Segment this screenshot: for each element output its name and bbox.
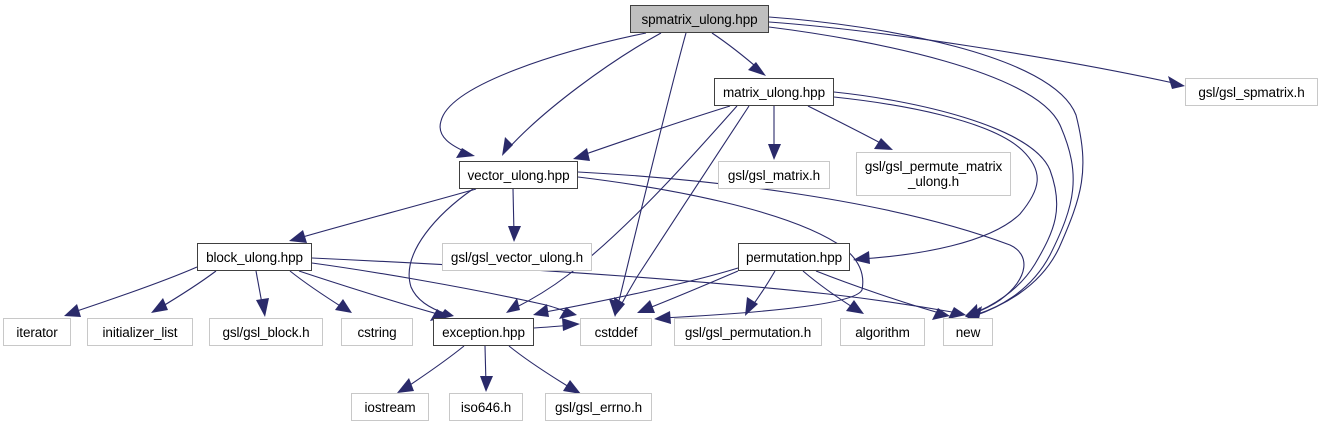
arrowhead-block_ulong-to-cstring [335, 299, 352, 313]
edge-block_ulong-to-exception [298, 270, 442, 316]
node-initializer_list[interactable]: initializer_list [87, 318, 193, 346]
node-label-spmatrix_ulong: spmatrix_ulong.hpp [641, 11, 758, 27]
arrowhead-permutation-to-gsl_permutation [745, 297, 758, 316]
node-exception[interactable]: exception.hpp [433, 318, 534, 346]
node-block_ulong[interactable]: block_ulong.hpp [197, 243, 312, 271]
edges-group [64, 16, 1185, 394]
arrowhead-exception-to-cstddef [562, 318, 580, 331]
arrowhead-matrix_ulong-to-permutation [853, 251, 870, 264]
node-gsl_block[interactable]: gsl/gsl_block.h [209, 318, 323, 346]
edge-spmatrix_ulong-to-gsl_spmatrix [768, 21, 1179, 85]
node-label-new: new [955, 324, 981, 340]
arrowhead-block_ulong-to-initializer_list [151, 298, 168, 313]
edge-block_ulong-to-new [311, 257, 959, 314]
edge-permutation-to-cstddef [643, 270, 739, 311]
node-gsl_permute_matrix[interactable]: gsl/gsl_permute_matrix _ulong.h [856, 152, 1011, 196]
edge-spmatrix_ulong-to-cstddef [616, 32, 687, 310]
arrowhead-exception-to-iso646 [480, 376, 493, 392]
edge-matrix_ulong-to-permutation [833, 96, 1038, 260]
edge-block_ulong-to-initializer_list [157, 270, 217, 310]
node-cstddef[interactable]: cstddef [580, 318, 652, 346]
node-label-gsl_spmatrix: gsl/gsl_spmatrix.h [1198, 84, 1305, 100]
node-iso646[interactable]: iso646.h [449, 393, 523, 421]
edge-matrix_ulong-to-vector_ulong [579, 105, 731, 157]
node-label-vector_ulong: vector_ulong.hpp [467, 167, 570, 183]
node-iostream[interactable]: iostream [351, 393, 429, 421]
edge-spmatrix_ulong-to-new [768, 16, 1084, 316]
arrowhead-spmatrix_ulong-to-vector_ulong [456, 148, 475, 158]
arrowhead-exception-to-iostream [397, 378, 414, 393]
arrowhead-permutation-to-new [932, 308, 950, 320]
node-new[interactable]: new [943, 318, 993, 346]
node-label-gsl_block: gsl/gsl_block.h [222, 324, 310, 340]
arrowhead-vector_ulong-to-gsl_vector_ulong [508, 226, 521, 242]
arrowhead-block_ulong-to-iterator [64, 304, 81, 317]
node-gsl_permutation[interactable]: gsl/gsl_permutation.h [674, 318, 822, 346]
node-vector_ulong[interactable]: vector_ulong.hpp [459, 161, 578, 189]
node-label-initializer_list: initializer_list [102, 324, 178, 340]
arrowhead-vector_ulong-to-block_ulong [289, 230, 307, 243]
edge-spmatrix_ulong-to-new [768, 26, 1074, 317]
edge-vector_ulong-to-new [577, 171, 1025, 315]
arrowhead-permutation-to-algorithm [846, 300, 864, 314]
node-label-cstddef: cstddef [594, 324, 638, 340]
node-gsl_vector_ulong[interactable]: gsl/gsl_vector_ulong.h [442, 243, 592, 271]
arrowhead-matrix_ulong-to-cstddef [614, 297, 625, 316]
arrowhead-matrix_ulong-to-vector_ulong [573, 148, 590, 161]
node-label-iostream: iostream [364, 399, 416, 415]
edge-exception-to-iostream [403, 345, 465, 390]
arrowhead-matrix_ulong-to-exception [506, 298, 520, 313]
node-label-exception: exception.hpp [442, 324, 525, 340]
node-label-permutation: permutation.hpp [745, 249, 843, 265]
node-cstring[interactable]: cstring [341, 318, 413, 346]
node-label-block_ulong: block_ulong.hpp [206, 249, 303, 265]
arrowhead-vector_ulong-to-new [965, 304, 978, 317]
edge-matrix_ulong-to-new [833, 91, 1058, 315]
node-label-gsl_permutation: gsl/gsl_permutation.h [684, 324, 812, 340]
edge-spmatrix_ulong-to-vector_ulong [506, 32, 662, 151]
node-label-gsl_permute_matrix: gsl/gsl_permute_matrix _ulong.h [864, 159, 1003, 189]
node-iterator[interactable]: iterator [3, 318, 71, 346]
arrowhead-spmatrix_ulong-to-matrix_ulong [748, 62, 766, 76]
node-label-gsl_matrix: gsl/gsl_matrix.h [727, 167, 821, 183]
edge-exception-to-gsl_errno [508, 345, 575, 391]
arrowhead-block_ulong-to-cstddef [559, 307, 577, 319]
arrowhead-permutation-to-cstddef [637, 300, 655, 313]
arrowhead-vector_ulong-to-cstddef [654, 311, 671, 324]
node-gsl_errno[interactable]: gsl/gsl_errno.h [545, 393, 652, 421]
edge-matrix_ulong-to-gsl_permute_matrix [807, 105, 887, 147]
arrowhead-permutation-to-exception [533, 304, 549, 317]
edge-matrix_ulong-to-exception [512, 105, 738, 310]
node-label-algorithm: algorithm [855, 324, 910, 340]
node-label-cstring: cstring [357, 324, 397, 340]
node-label-gsl_errno: gsl/gsl_errno.h [554, 399, 643, 415]
node-matrix_ulong[interactable]: matrix_ulong.hpp [714, 78, 834, 106]
edge-vector_ulong-to-cstddef [577, 176, 864, 319]
edge-spmatrix_ulong-to-vector_ulong [439, 32, 647, 154]
arrowhead-matrix_ulong-to-gsl_permute_matrix [874, 138, 893, 150]
node-label-matrix_ulong: matrix_ulong.hpp [723, 84, 825, 100]
arrowhead-spmatrix_ulong-to-gsl_spmatrix [1168, 76, 1185, 89]
node-label-gsl_vector_ulong: gsl/gsl_vector_ulong.h [450, 249, 584, 265]
edge-block_ulong-to-iterator [70, 266, 198, 314]
arrowhead-block_ulong-to-new [948, 307, 966, 319]
node-label-iso646: iso646.h [460, 399, 512, 415]
arrowhead-matrix_ulong-to-gsl_matrix [768, 144, 781, 160]
arrowhead-exception-to-gsl_errno [563, 380, 581, 394]
node-gsl_matrix[interactable]: gsl/gsl_matrix.h [718, 161, 830, 189]
node-label-iterator: iterator [16, 324, 58, 340]
arrowhead-spmatrix_ulong-to-vector_ulong [502, 137, 513, 156]
node-gsl_spmatrix[interactable]: gsl/gsl_spmatrix.h [1185, 78, 1318, 106]
node-algorithm[interactable]: algorithm [840, 318, 925, 346]
edge-permutation-to-new [815, 270, 944, 315]
edge-vector_ulong-to-block_ulong [295, 188, 477, 240]
node-permutation[interactable]: permutation.hpp [738, 243, 850, 271]
node-spmatrix_ulong[interactable]: spmatrix_ulong.hpp [630, 5, 769, 33]
edge-permutation-to-exception [539, 267, 739, 314]
arrowhead-block_ulong-to-gsl_block [256, 298, 269, 317]
